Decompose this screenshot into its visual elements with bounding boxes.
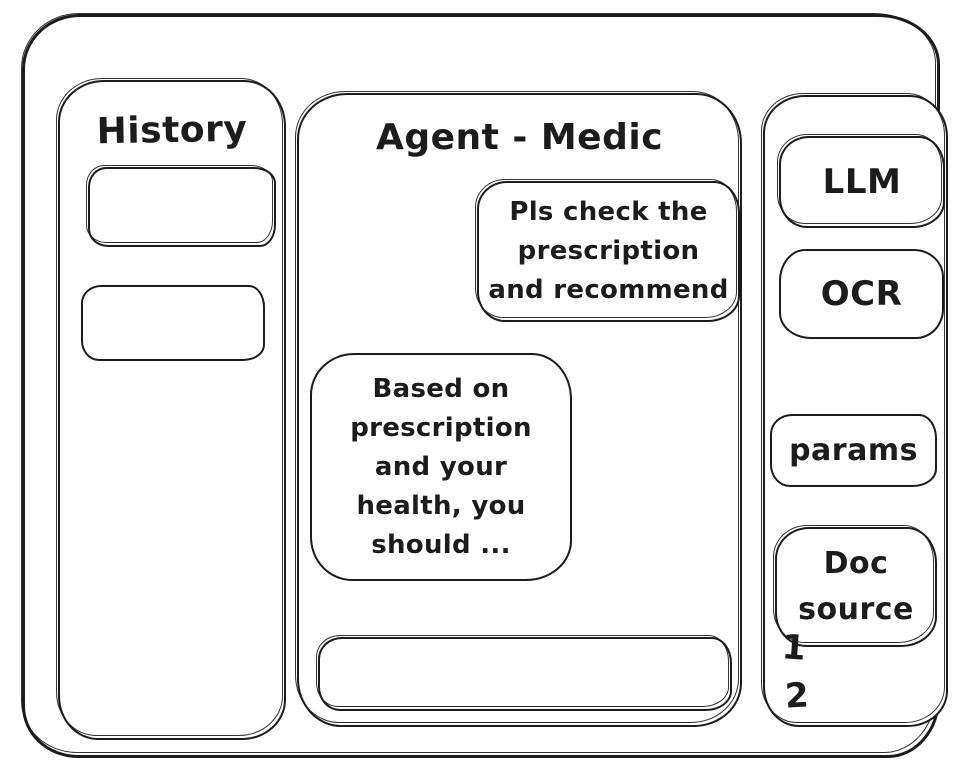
doc-source-button[interactable]: Doc source bbox=[773, 525, 937, 647]
doc-source-index-1: 1 bbox=[780, 627, 808, 669]
params-button[interactable]: params bbox=[770, 414, 937, 487]
history-title: History bbox=[96, 108, 248, 153]
llm-button[interactable]: LLM bbox=[777, 134, 945, 228]
tools-sidebar: LLM OCR params Doc source 1 2 bbox=[761, 93, 948, 727]
chat-title: Agent - Medic bbox=[375, 117, 664, 158]
message-input[interactable] bbox=[320, 639, 730, 709]
assistant-message-bubble: Based on prescription and your health, y… bbox=[310, 353, 572, 581]
app-window: History Agent - Medic Pls check the pres… bbox=[21, 13, 948, 758]
doc-source-index-2: 2 bbox=[783, 675, 810, 717]
history-sidebar: History bbox=[56, 78, 286, 740]
history-item[interactable] bbox=[81, 285, 265, 361]
ocr-button[interactable]: OCR bbox=[779, 249, 944, 339]
history-item[interactable] bbox=[86, 165, 276, 247]
message-input-box[interactable] bbox=[316, 635, 732, 711]
chat-panel: Agent - Medic Pls check the prescription… bbox=[295, 91, 742, 727]
user-message-bubble: Pls check the prescription and recommend bbox=[475, 179, 740, 322]
